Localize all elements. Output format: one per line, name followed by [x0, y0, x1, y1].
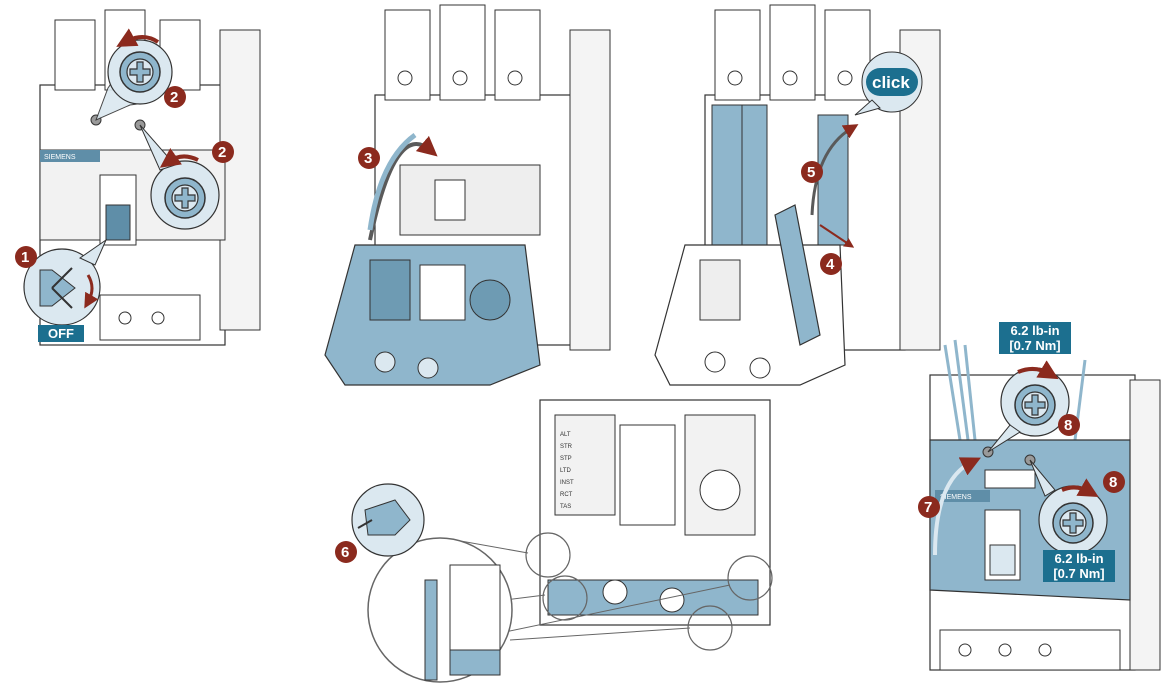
- off-label: OFF: [38, 325, 84, 342]
- terminal-label: RCT: [560, 492, 573, 498]
- torque-bottom-line-1: 6.2 lb-in: [1054, 551, 1104, 566]
- wire-cutter-icon: [364, 499, 411, 536]
- svg-text:6: 6: [341, 544, 349, 561]
- rotate-arrow-icon: [159, 148, 199, 168]
- step-badge-7: 7: [918, 496, 940, 518]
- svg-text:5: 5: [807, 164, 815, 181]
- brand-label-1: SIEMENS: [44, 154, 76, 161]
- svg-text:3: 3: [364, 150, 372, 167]
- switch-off-icon: [39, 269, 76, 307]
- step-badge-2b: 2: [212, 141, 234, 163]
- step-badge-4: 4: [820, 253, 842, 275]
- svg-text:4: 4: [826, 256, 835, 273]
- terminal-label: STP: [560, 456, 572, 462]
- torque-bottom-line-2: [0.7 Nm]: [1053, 566, 1105, 581]
- panel-5-close-cover: SIEMENS: [929, 339, 1161, 671]
- step-badges: 1 2 2 3 4 5 6 7 8 8: [15, 86, 1125, 563]
- svg-text:2: 2: [170, 89, 178, 106]
- module-being-inserted: [774, 204, 821, 346]
- panel-4-cut-breakouts: [351, 399, 773, 683]
- torque-label-top: 6.2 lb-in [0.7 Nm]: [999, 322, 1071, 354]
- svg-text:8: 8: [1109, 474, 1117, 491]
- step-badge-3: 3: [358, 147, 380, 169]
- step-badge-1: 1: [15, 246, 37, 268]
- torque-label-bottom: 6.2 lb-in [0.7 Nm]: [1043, 550, 1115, 582]
- phillips-screw-icon: [1052, 502, 1094, 544]
- terminal-label: INST: [560, 480, 574, 486]
- step-badge-2a: 2: [164, 86, 186, 108]
- brand-plate: [40, 150, 100, 162]
- phillips-screw-icon: [164, 177, 206, 219]
- svg-text:8: 8: [1064, 417, 1072, 434]
- brand-label-2: SIEMENS: [940, 494, 972, 501]
- rotate-arrow-icon: [1061, 478, 1099, 497]
- panel-2-open-cover: [324, 4, 611, 386]
- svg-text:1: 1: [21, 249, 29, 266]
- accessory-module-left: [711, 104, 743, 246]
- step-badge-8a: 8: [1058, 414, 1080, 436]
- panel-1-breaker: SIEMENS: [23, 9, 261, 346]
- terminal-label: ALT: [560, 432, 571, 438]
- step-badge-5: 5: [801, 161, 823, 183]
- terminal-label: TAS: [560, 504, 571, 510]
- toggle-handle: [105, 204, 131, 241]
- rotate-arrow-icon: [1017, 360, 1059, 380]
- terminal-label: STR: [560, 444, 573, 450]
- torque-top-line-1: 6.2 lb-in: [1010, 323, 1060, 338]
- click-sound-icon: [866, 68, 918, 96]
- phillips-screw-icon: [1014, 384, 1056, 426]
- torque-top-line-2: [0.7 Nm]: [1009, 338, 1061, 353]
- step-badge-8b: 8: [1103, 471, 1125, 493]
- panel-3-insert-module: click: [654, 4, 941, 386]
- step-badge-6: 6: [335, 541, 357, 563]
- click-label: click: [872, 73, 910, 92]
- phillips-screw-icon: [119, 51, 161, 93]
- terminal-label: LTD: [560, 468, 572, 474]
- rotate-arrow-icon: [116, 28, 160, 47]
- brand-plate-2: [935, 490, 990, 502]
- svg-text:2: 2: [218, 144, 226, 161]
- svg-text:7: 7: [924, 499, 932, 516]
